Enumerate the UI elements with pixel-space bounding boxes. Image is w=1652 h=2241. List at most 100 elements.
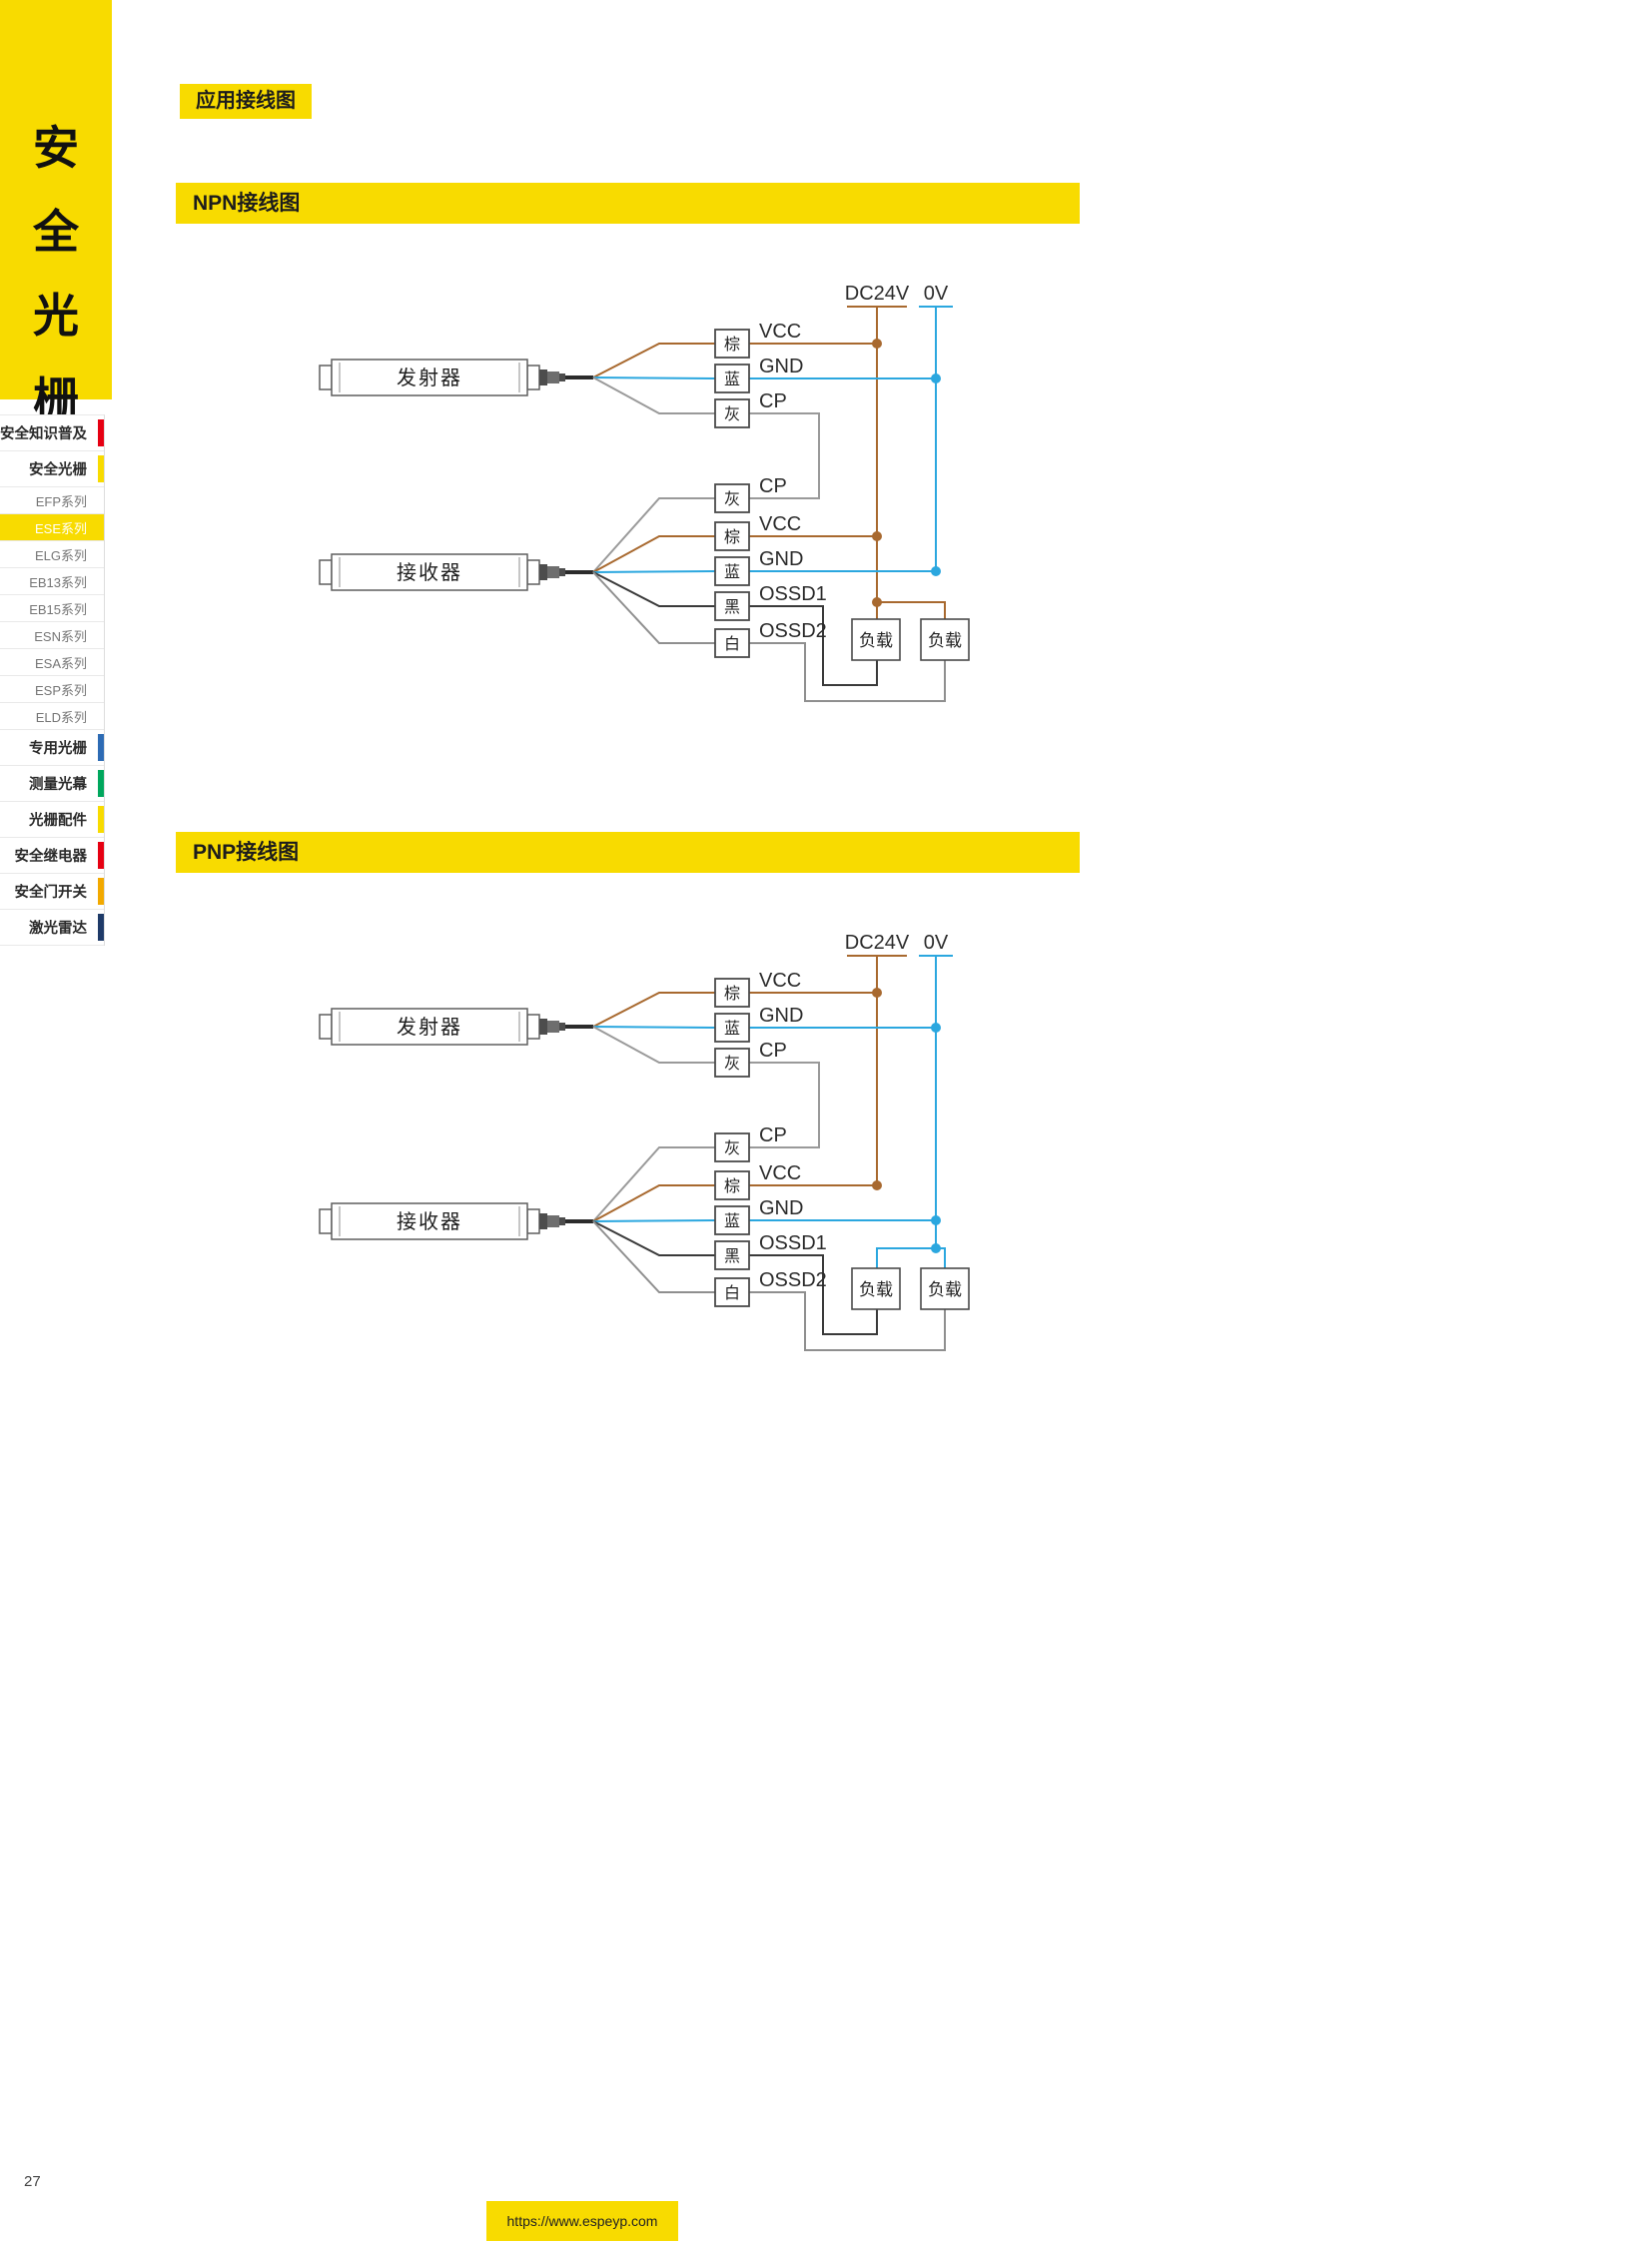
- receiver-gray-wire-box: 灰: [724, 1139, 740, 1157]
- accent-bar: [98, 914, 104, 941]
- accent-bar: [98, 806, 104, 833]
- emitter-label: 发射器: [397, 367, 462, 389]
- receiver-cp-label: CP: [759, 475, 787, 497]
- receiver-cp-label: CP: [759, 1124, 787, 1146]
- receiver-white-wire-box: 白: [724, 635, 740, 653]
- sidebar-item-eld-series[interactable]: ELD系列: [0, 703, 104, 730]
- receiver-ossd2-label: OSSD2: [759, 620, 827, 642]
- page-tag: 应用接线图: [180, 84, 312, 119]
- receiver-vcc-label: VCC: [759, 1162, 801, 1184]
- sidebar-item-esa-series[interactable]: ESA系列: [0, 649, 104, 676]
- emitter-gray-wire-box: 灰: [724, 405, 740, 423]
- connector-icon: [539, 1019, 547, 1035]
- receiver-blue-wire-box: 蓝: [724, 563, 740, 581]
- connector-icon: [539, 1213, 547, 1229]
- receiver-device: 接收器: [319, 553, 593, 591]
- receiver-ossd1-label: OSSD1: [759, 583, 827, 605]
- sidebar-item-laser-radar[interactable]: 激光雷达: [0, 910, 104, 946]
- receiver-label: 接收器: [397, 1210, 462, 1233]
- npn-wiring-diagram: DC24V 0V 发射器: [319, 283, 970, 702]
- receiver-ossd1-label: OSSD1: [759, 1232, 827, 1254]
- sidebar-item-efp-series[interactable]: EFP系列: [0, 487, 104, 514]
- receiver-gnd-label: GND: [759, 1197, 803, 1219]
- sidebar-item-safety-light-curtain[interactable]: 安全光栅: [0, 451, 104, 487]
- load2-label: 负载: [928, 1280, 962, 1299]
- accent-bar: [98, 734, 104, 761]
- sidebar-item-safety-relay[interactable]: 安全继电器: [0, 838, 104, 874]
- receiver-wire-boxes: 灰 棕 蓝 黑 白 CP VCC GND OSSD1 OSSD2: [714, 475, 827, 658]
- sidebar-item-esp-series[interactable]: ESP系列: [0, 676, 104, 703]
- emitter-brown-wire-box: 棕: [724, 985, 740, 1003]
- receiver-gnd-label: GND: [759, 548, 803, 570]
- sidebar-item-special-light-curtain[interactable]: 专用光栅: [0, 730, 104, 766]
- emitter-wire-boxes: 棕 蓝 灰 VCC GND CP: [714, 321, 803, 428]
- zero-volt-label: 0V: [924, 283, 949, 305]
- emitter-device: 发射器: [319, 359, 593, 396]
- receiver-wire-boxes: 灰 棕 蓝 黑 白 CP VCC GND OSSD1 OSSD2: [714, 1124, 827, 1307]
- sidebar-item-ese-series[interactable]: ESE系列: [0, 514, 104, 541]
- dc24v-label: DC24V: [845, 283, 910, 305]
- connector-icon: [539, 370, 547, 385]
- receiver-wires: [592, 1146, 946, 1351]
- emitter-blue-wire-box: 蓝: [724, 371, 740, 388]
- zero-volt-label: 0V: [924, 932, 949, 954]
- emitter-wire-boxes: 棕 蓝 灰 VCC GND CP: [714, 970, 803, 1078]
- load1-label: 负载: [859, 1280, 893, 1299]
- footer-url[interactable]: https://www.espeyp.com: [486, 2201, 678, 2241]
- vertical-banner: 安 全 光 栅: [0, 0, 112, 425]
- emitter-label: 发射器: [397, 1016, 462, 1039]
- emitter-gnd-label: GND: [759, 1005, 803, 1027]
- sidebar-item-esn-series[interactable]: ESN系列: [0, 622, 104, 649]
- emitter-wires: [592, 343, 936, 499]
- receiver-ossd2-label: OSSD2: [759, 1269, 827, 1291]
- receiver-label: 接收器: [397, 561, 462, 584]
- accent-bar: [98, 878, 104, 905]
- emitter-blue-wire-box: 蓝: [724, 1020, 740, 1038]
- sidebar-item-eb13-series[interactable]: EB13系列: [0, 568, 104, 595]
- sidebar-item-measuring-light-curtain[interactable]: 测量光幕: [0, 766, 104, 802]
- accent-bar: [98, 455, 104, 482]
- power-rails: DC24V 0V: [845, 283, 953, 619]
- accent-bar: [98, 842, 104, 869]
- sidebar-nav: 安全知识普及 安全光栅 EFP系列 ESE系列 ELG系列 EB13系列 EB1…: [0, 414, 105, 946]
- receiver-black-wire-box: 黑: [724, 599, 740, 616]
- emitter-wires: [592, 992, 936, 1148]
- receiver-gray-wire-box: 灰: [724, 490, 740, 508]
- receiver-wires: [592, 497, 946, 702]
- accent-bar: [98, 770, 104, 797]
- receiver-white-wire-box: 白: [724, 1284, 740, 1302]
- pnp-wiring-diagram: DC24V 0V 发射器: [319, 932, 970, 1351]
- receiver-device: 接收器: [319, 1202, 593, 1240]
- receiver-vcc-label: VCC: [759, 513, 801, 535]
- sidebar-item-safety-door-switch[interactable]: 安全门开关: [0, 874, 104, 910]
- emitter-gray-wire-box: 灰: [724, 1055, 740, 1073]
- banner-char: 光: [33, 290, 79, 342]
- receiver-blue-wire-box: 蓝: [724, 1212, 740, 1230]
- accent-bar: [98, 419, 104, 446]
- emitter-device: 发射器: [319, 1008, 593, 1046]
- sidebar-item-eb15-series[interactable]: EB15系列: [0, 595, 104, 622]
- pnp-section-title: PNP接线图: [176, 832, 1080, 873]
- sidebar-item-elg-series[interactable]: ELG系列: [0, 541, 104, 568]
- banner-char: 全: [33, 206, 79, 258]
- sidebar-item-safety-knowledge[interactable]: 安全知识普及: [0, 415, 104, 451]
- receiver-brown-wire-box: 棕: [724, 1177, 740, 1195]
- load-boxes: 负载 负载: [851, 618, 970, 661]
- load2-label: 负载: [928, 631, 962, 650]
- banner-char: 安: [33, 122, 79, 174]
- load1-label: 负载: [859, 631, 893, 650]
- power-rails: DC24V 0V: [845, 932, 953, 1268]
- load-boxes: 负载 负载: [851, 1267, 970, 1310]
- page-number: 27: [24, 2173, 41, 2190]
- emitter-cp-label: CP: [759, 390, 787, 412]
- dc24v-label: DC24V: [845, 932, 910, 954]
- emitter-vcc-label: VCC: [759, 970, 801, 992]
- receiver-brown-wire-box: 棕: [724, 528, 740, 546]
- emitter-gnd-label: GND: [759, 356, 803, 377]
- emitter-cp-label: CP: [759, 1040, 787, 1062]
- emitter-vcc-label: VCC: [759, 321, 801, 343]
- receiver-black-wire-box: 黑: [724, 1248, 740, 1265]
- sidebar-item-light-curtain-accessories[interactable]: 光栅配件: [0, 802, 104, 838]
- npn-section-title: NPN接线图: [176, 183, 1080, 224]
